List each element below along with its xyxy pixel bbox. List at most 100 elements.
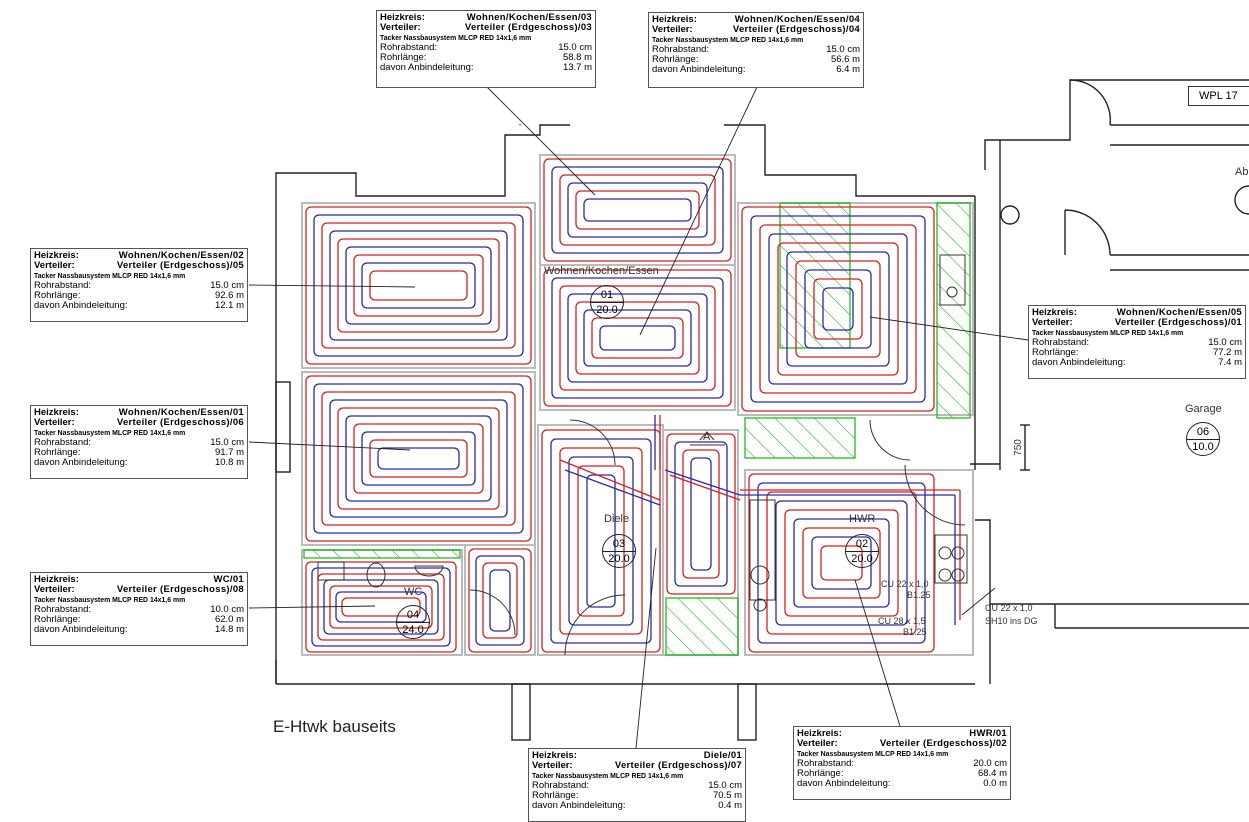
pipe-loop — [777, 242, 899, 376]
pipe-loop — [784, 509, 899, 617]
rohrabstand-label: Rohrabstand: — [652, 44, 710, 55]
rohrlaenge-label: Rohrlänge: — [34, 614, 81, 625]
pipe-loop — [690, 457, 712, 571]
heizkreis-value: Wohnen/Kochen/Essen/01 — [118, 407, 244, 418]
anbinde-label: davon Anbindeleitung: — [652, 64, 746, 75]
pipe-loop — [377, 447, 460, 470]
anbinde-label: davon Anbindeleitung: — [34, 300, 128, 311]
room-name-garage: Garage — [1185, 403, 1222, 415]
verteiler-label: Verteiler: — [34, 584, 75, 595]
rohrlaenge-value: 70.5 m — [712, 790, 742, 801]
heizkreis-label: Heizkreis: — [652, 14, 697, 25]
pipe-loop — [575, 301, 700, 375]
room-number: 04 — [406, 608, 420, 621]
green-zones — [303, 202, 971, 656]
pipe-b125-label: B1.25 — [907, 590, 931, 600]
pipe-loop — [482, 562, 518, 639]
rohrabstand-label: Rohrabstand: — [380, 42, 438, 53]
rohrlaenge-value: 92.6 m — [214, 290, 244, 301]
pipe-connection — [559, 459, 661, 501]
pipe-loop — [369, 270, 468, 301]
system-text: Tacker Nassbausystem MLCP RED 14x1,6 mm — [380, 33, 532, 42]
pipe-loop — [489, 569, 511, 632]
verteiler-label: Verteiler: — [380, 22, 421, 33]
pipe-loop — [786, 251, 890, 367]
rohrabstand-label: Rohrabstand: — [34, 604, 92, 615]
wpl-label: WPL 17 — [1188, 86, 1249, 106]
anbinde-value: 12.1 m — [214, 300, 244, 311]
pipe-loop — [766, 491, 917, 635]
pipe-loop — [804, 269, 872, 349]
pipe-loop — [361, 262, 476, 309]
room-name-wc: WC — [404, 586, 423, 598]
pipe-loop — [329, 399, 508, 518]
leader-lines — [248, 86, 1029, 749]
circuit-box-wke01: Heizkreis:Wohnen/Kochen/Essen/01 Verteil… — [30, 405, 248, 479]
pipe-loop — [551, 166, 724, 254]
pipe-loop — [822, 287, 854, 331]
rohrlaenge-label: Rohrlänge: — [380, 52, 427, 63]
rohrabstand-label: Rohrabstand: — [532, 780, 590, 791]
pipe-loop — [559, 174, 716, 246]
pipe-loop — [305, 375, 532, 542]
heizkreis-value: Wohnen/Kochen/Essen/04 — [734, 14, 860, 25]
pipe-loop — [682, 449, 720, 579]
heizkreis-value: Wohnen/Kochen/Essen/02 — [118, 250, 244, 261]
pipe-loop — [550, 438, 652, 644]
heating-pipes — [305, 158, 961, 653]
system-text: Tacker Nassbausystem MLCP RED 14x1,6 mm — [34, 595, 186, 604]
room-temp: 20.0 — [608, 552, 630, 565]
pipe-loop — [768, 233, 908, 385]
circuit-box-wke02: Heizkreis:Wohnen/Kochen/Essen/02 Verteil… — [30, 248, 248, 322]
pipe-loop — [583, 309, 692, 367]
heizkreis-value: Diele/01 — [703, 750, 742, 761]
pipe-b125-label-2: B1.25 — [903, 627, 927, 637]
rohrlaenge-label: Rohrlänge: — [1032, 347, 1079, 358]
rohrabstand-value: 15.0 cm — [826, 44, 860, 55]
anbinde-value: 0.0 m — [983, 778, 1007, 789]
verteiler-value: Verteiler (Erdgeschoss)/06 — [116, 417, 244, 428]
rohrlaenge-label: Rohrlänge: — [652, 54, 699, 65]
pipe-loop — [551, 277, 724, 399]
pipe-loop — [345, 246, 492, 325]
verteiler-value: Verteiler (Erdgeschoss)/02 — [879, 738, 1007, 749]
verteiler-value: Verteiler (Erdgeschoss)/04 — [732, 24, 860, 35]
heizkreis-label: Heizkreis: — [1032, 307, 1077, 318]
heizkreis-label: Heizkreis: — [380, 12, 425, 23]
room-circle-03: 03 20.0 — [602, 534, 636, 568]
anbinde-value: 7.4 m — [1218, 357, 1242, 368]
circuit-box-wke05: Heizkreis:Wohnen/Kochen/Essen/05 Verteil… — [1028, 305, 1246, 379]
anbinde-label: davon Anbindeleitung: — [1032, 357, 1126, 368]
rohrabstand-label: Rohrabstand: — [1032, 337, 1090, 348]
circuit-box-wc: Heizkreis:WC/01 Verteiler:Verteiler (Erd… — [30, 572, 248, 646]
rohrabstand-label: Rohrabstand: — [34, 437, 92, 448]
pipe-loop — [741, 206, 935, 412]
section-marker: A — [703, 431, 711, 443]
anbinde-value: 10.8 m — [214, 457, 244, 468]
pipe-loop — [369, 439, 468, 478]
room-number: 02 — [855, 537, 869, 550]
pipe-loop — [337, 238, 500, 333]
verteiler-label: Verteiler: — [34, 260, 75, 271]
room-number: 03 — [612, 537, 626, 550]
room-name-hwr: HWR — [849, 513, 876, 525]
pipe-loop — [543, 269, 732, 407]
room-temp: 20.0 — [596, 303, 618, 316]
pipe-cu28-label: CU 28 x 1,5 — [878, 616, 926, 626]
anbinde-value: 6.4 m — [836, 64, 860, 75]
verteiler-label: Verteiler: — [797, 738, 838, 749]
pipe-loop — [759, 224, 917, 394]
rohrlaenge-label: Rohrlänge: — [532, 790, 579, 801]
pipe-loop — [775, 500, 908, 626]
rohrlaenge-value: 62.0 m — [214, 614, 244, 625]
verteiler-label: Verteiler: — [34, 417, 75, 428]
htwk-label: E-Htwk bauseits — [273, 717, 396, 736]
circuit-box-diele: Heizkreis:Diele/01 Verteiler:Verteiler (… — [528, 748, 746, 822]
verteiler-value: Verteiler (Erdgeschoss)/07 — [614, 760, 742, 771]
walls — [275, 79, 1249, 741]
pipe-loop — [559, 285, 716, 391]
pipe-loop — [321, 391, 516, 526]
